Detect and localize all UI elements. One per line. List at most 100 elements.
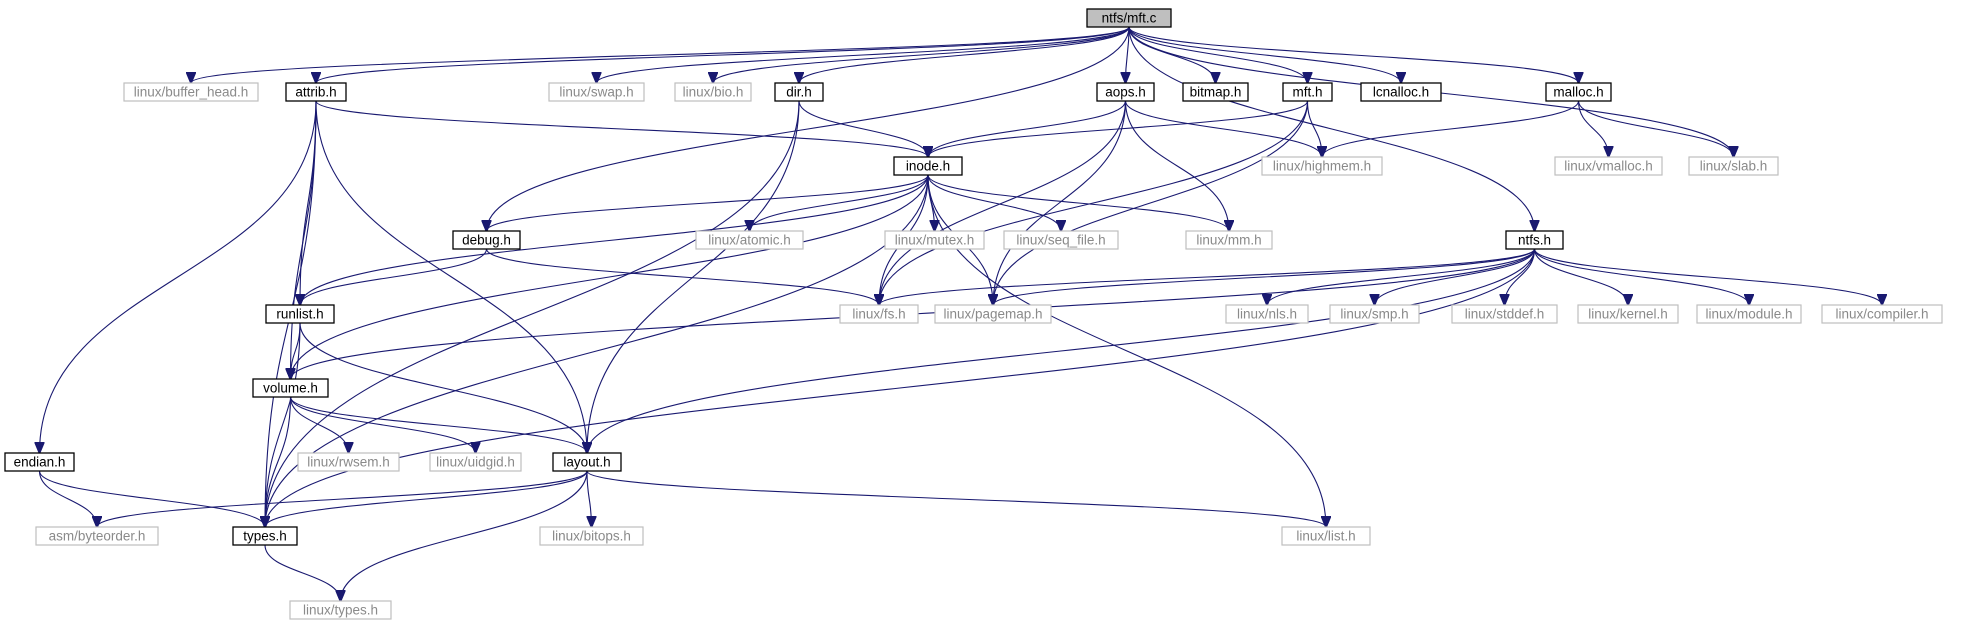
node-box — [1282, 82, 1333, 102]
edge-mft_c-to-ntfs — [1128, 26, 1535, 231]
node-pagemap: linux/pagemap.h — [934, 304, 1052, 324]
node-box — [1329, 304, 1420, 324]
edge-volume-to-types_h — [265, 396, 292, 527]
node-box — [1451, 304, 1558, 324]
edge-layout-to-bitops — [586, 470, 592, 527]
edge-aops-to-mm — [1124, 100, 1230, 231]
node-lcnalloc[interactable]: lcnalloc.h — [1360, 82, 1442, 102]
edge-mft_c-to-bio — [713, 26, 1130, 83]
edge-layout-to-types_h — [265, 470, 588, 527]
node-debug[interactable]: debug.h — [452, 230, 521, 250]
edge-dir-to-types_h — [265, 100, 800, 527]
node-label: linux/nls.h — [1237, 307, 1297, 322]
node-buffer-head: linux/buffer_head.h — [123, 82, 259, 102]
node-label: types.h — [243, 529, 287, 544]
node-label: layout.h — [563, 455, 610, 470]
node-label: endian.h — [14, 455, 66, 470]
node-bitmap[interactable]: bitmap.h — [1182, 82, 1249, 102]
edge-ntfs-to-kernel — [1533, 248, 1629, 305]
node-label: linux/bitops.h — [552, 529, 631, 544]
node-endian[interactable]: endian.h — [4, 452, 75, 472]
edge-debug-to-fs — [485, 248, 880, 305]
node-layout[interactable]: layout.h — [552, 452, 622, 472]
node-box — [839, 304, 919, 324]
edge-aops-to-highmem — [1124, 100, 1323, 157]
edge-attrib-to-runlist — [300, 100, 317, 305]
node-box — [1003, 230, 1119, 250]
node-label: linux/rwsem.h — [307, 455, 390, 470]
edge-mft_h-to-pagemap — [993, 100, 1309, 305]
node-label: linux/atomic.h — [708, 233, 791, 248]
node-box — [1545, 82, 1612, 102]
node-malloc[interactable]: malloc.h — [1545, 82, 1612, 102]
node-label: bitmap.h — [1190, 85, 1242, 100]
node-mft-h[interactable]: mft.h — [1282, 82, 1333, 102]
node-box — [452, 230, 521, 250]
edge-mft_c-to-attrib — [316, 26, 1130, 83]
node-label: aops.h — [1105, 85, 1146, 100]
node-box — [1505, 230, 1564, 250]
node-dir[interactable]: dir.h — [774, 82, 824, 102]
node-box — [123, 82, 259, 102]
node-highmem: linux/highmem.h — [1261, 156, 1383, 176]
node-box — [1182, 82, 1249, 102]
node-label: linux/uidgid.h — [436, 455, 515, 470]
edge-inode-to-types_h — [265, 174, 929, 527]
node-label: linux/swap.h — [559, 85, 633, 100]
edge-volume-to-layout — [289, 396, 588, 453]
node-box — [297, 452, 400, 472]
node-list: linux/list.h — [1281, 526, 1371, 546]
edge-inode-to-list — [927, 174, 1326, 527]
node-rwsem: linux/rwsem.h — [297, 452, 400, 472]
node-box — [893, 156, 963, 176]
node-label: asm/byteorder.h — [49, 529, 146, 544]
edge-ntfs-to-smp — [1375, 248, 1536, 305]
node-box — [4, 452, 75, 472]
node-label: lcnalloc.h — [1373, 85, 1429, 100]
node-box — [265, 304, 335, 324]
node-volume[interactable]: volume.h — [252, 378, 329, 398]
node-aops[interactable]: aops.h — [1096, 82, 1155, 102]
node-compiler: linux/compiler.h — [1821, 304, 1943, 324]
node-kernel: linux/kernel.h — [1577, 304, 1679, 324]
node-label: linux/fs.h — [852, 307, 905, 322]
edge-aops-to-inode — [928, 100, 1127, 157]
node-mft-c[interactable]: ntfs/mft.c — [1086, 8, 1172, 28]
node-box — [1688, 156, 1779, 176]
node-ntfs[interactable]: ntfs.h — [1505, 230, 1564, 250]
edge-ntfs-to-module — [1533, 248, 1750, 305]
edge-types_h-to-linux_types — [264, 544, 341, 601]
edge-volume-to-uidgid — [289, 396, 476, 453]
node-attrib[interactable]: attrib.h — [285, 82, 347, 102]
node-label: dir.h — [786, 85, 812, 100]
edge-ntfs-to-types_h — [265, 248, 1536, 527]
node-label: linux/mm.h — [1196, 233, 1261, 248]
node-label: debug.h — [462, 233, 511, 248]
node-seq-file: linux/seq_file.h — [1003, 230, 1119, 250]
edge-mft_c-to-mft_h — [1128, 26, 1308, 83]
node-inode[interactable]: inode.h — [893, 156, 963, 176]
node-box — [1821, 304, 1943, 324]
node-label: linux/module.h — [1705, 307, 1792, 322]
node-box — [552, 452, 622, 472]
node-box — [1696, 304, 1802, 324]
edge-ntfs-to-fs — [879, 248, 1536, 305]
node-stddef: linux/stddef.h — [1451, 304, 1558, 324]
node-box — [252, 378, 329, 398]
edge-malloc-to-highmem — [1322, 100, 1580, 157]
node-box — [934, 304, 1052, 324]
node-runlist[interactable]: runlist.h — [265, 304, 335, 324]
edge-aops-to-pagemap — [993, 100, 1127, 305]
node-module: linux/module.h — [1696, 304, 1802, 324]
node-box — [232, 526, 298, 546]
node-box — [1086, 8, 1172, 28]
node-box — [1360, 82, 1442, 102]
edge-layout-to-linux_types — [341, 470, 588, 601]
node-types-h[interactable]: types.h — [232, 526, 298, 546]
edge-ntfs-to-pagemap — [993, 248, 1536, 305]
node-box — [35, 526, 159, 546]
edge-mft_c-to-malloc — [1128, 26, 1579, 83]
node-mm: linux/mm.h — [1185, 230, 1273, 250]
edge-inode-to-debug — [487, 174, 929, 231]
